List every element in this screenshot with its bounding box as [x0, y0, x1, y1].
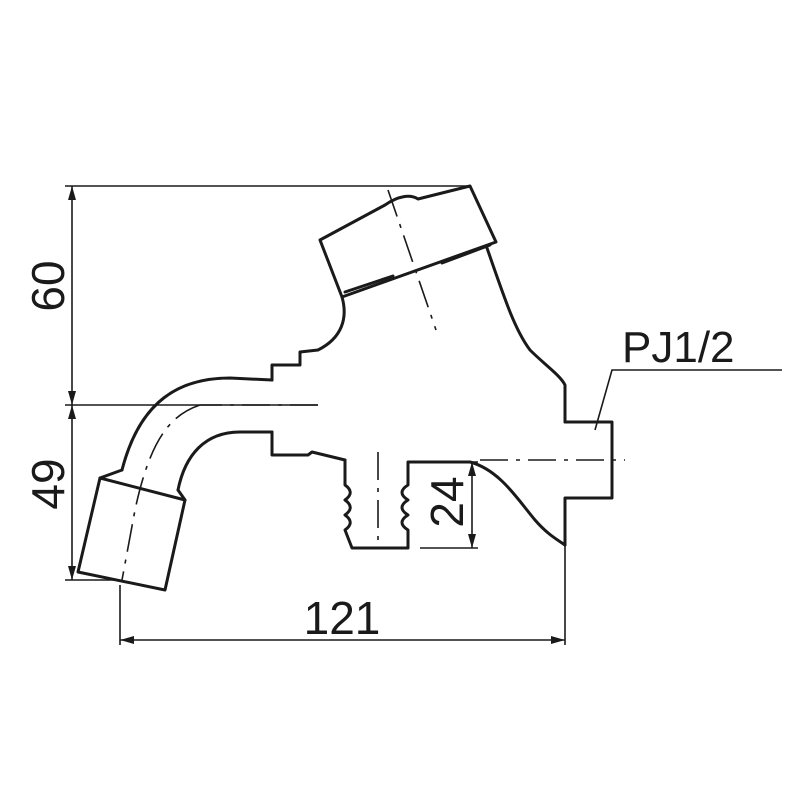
outlet-stub-left — [270, 430, 347, 462]
valve-body-left — [270, 295, 346, 382]
arrow-49-top — [68, 405, 76, 419]
arrow-121-left — [120, 636, 134, 644]
outlet-stub — [343, 458, 417, 550]
dim-label-121: 121 — [304, 592, 381, 644]
body-lower-curve — [468, 460, 567, 547]
inlet-thread — [563, 420, 614, 547]
arrow-60-bottom — [68, 391, 76, 405]
faucet-outline — [76, 184, 614, 592]
dim-label-60: 60 — [22, 260, 74, 311]
arrow-24-bottom — [468, 534, 476, 548]
arrow-49-bottom — [68, 566, 76, 580]
thread-leader — [594, 369, 782, 431]
thread-callout-label: PJ1/2 — [622, 323, 735, 372]
spout-nozzle — [76, 476, 187, 592]
arrow-60-top — [68, 186, 76, 200]
arrow-121-right — [551, 636, 565, 644]
dim-label-24: 24 — [421, 476, 473, 527]
dim-label-49: 49 — [22, 458, 74, 509]
dimension-lines — [65, 185, 782, 645]
handle-mark-left — [343, 274, 395, 294]
valve-body-right — [485, 246, 567, 424]
center-lines — [121, 189, 625, 581]
handle-mark-right — [440, 243, 492, 265]
spout-curve-axis — [121, 404, 201, 581]
spout-nozzle-inner — [98, 468, 187, 502]
spout-outer — [120, 376, 274, 472]
dimension-labels: 60 49 24 121 PJ1/2 — [22, 260, 735, 644]
handle-cap — [318, 184, 498, 299]
spout-inner — [176, 430, 274, 492]
handle-axis — [387, 189, 437, 331]
arrow-24-top — [468, 462, 476, 476]
